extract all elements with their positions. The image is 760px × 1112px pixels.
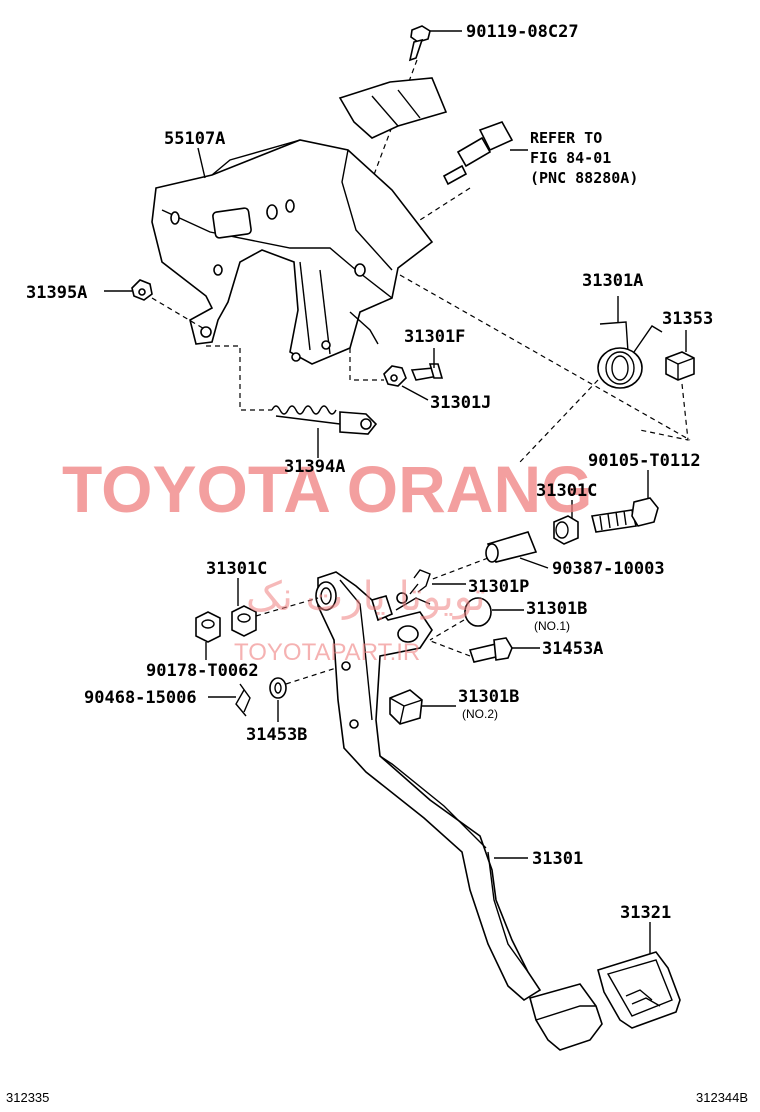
watermark-site: TOYOTAPART.IR <box>234 639 420 666</box>
label-31453b: 31453B <box>246 725 307 745</box>
label-no1: (NO.1) <box>534 619 570 633</box>
label-31353: 31353 <box>662 309 713 329</box>
washer-31453b[interactable] <box>269 677 287 699</box>
bolt-31301j[interactable] <box>410 363 444 381</box>
label-31301a: 31301A <box>582 271 643 291</box>
label-90119: 90119-08C27 <box>466 22 579 42</box>
label-31301: 31301 <box>532 849 583 869</box>
label-90468: 90468-15006 <box>84 688 197 708</box>
watermark-main: TOYOTA ORANG <box>62 452 592 526</box>
collar-90387[interactable] <box>485 531 538 563</box>
pedal-pad-31321[interactable] <box>597 951 681 1029</box>
label-31301p: 31301P <box>468 577 529 597</box>
corner-code-right: 312344B <box>696 1090 748 1105</box>
bolt-90105[interactable] <box>591 497 659 533</box>
label-refer-3: (PNC 88280A) <box>530 169 638 187</box>
label-31321: 31321 <box>620 903 671 923</box>
stop-lamp-switch[interactable] <box>442 121 514 186</box>
label-90178: 90178-T0062 <box>146 661 259 681</box>
label-90387: 90387-10003 <box>552 559 665 579</box>
label-31301j: 31301J <box>430 393 491 413</box>
bolt-90119[interactable] <box>408 25 431 62</box>
label-refer-2: FIG 84-01 <box>530 149 611 167</box>
label-31395a: 31395A <box>26 283 87 303</box>
bushing-90178[interactable] <box>195 611 221 643</box>
label-90105: 90105-T0112 <box>588 451 701 471</box>
label-31453a: 31453A <box>542 639 603 659</box>
pedal-pad-base <box>529 983 603 1051</box>
bolt-31453a[interactable] <box>468 637 513 663</box>
pedal-support-bracket[interactable] <box>151 139 434 365</box>
corner-code-left: 312335 <box>6 1090 49 1105</box>
label-55107a: 55107A <box>164 129 225 149</box>
label-31394a: 31394A <box>284 457 345 477</box>
label-refer-1: REFER TO <box>530 129 602 147</box>
label-31301f: 31301F <box>404 327 465 347</box>
cushion-31301b-no1[interactable] <box>464 597 492 627</box>
bushing-31301c-right[interactable] <box>553 515 579 545</box>
cushion-31301b-no2[interactable] <box>389 689 423 725</box>
label-no2: (NO.2) <box>462 707 498 721</box>
clip-31301p[interactable] <box>409 569 431 595</box>
clutch-pedal-arm[interactable] <box>315 571 542 1001</box>
nut-31395a[interactable] <box>131 279 153 301</box>
label-31301c-left: 31301C <box>206 559 267 579</box>
label-31301c-right: 31301C <box>536 481 597 501</box>
nut-31301f[interactable] <box>383 365 407 387</box>
watermark-persian: تويوتا پارت نک <box>246 574 486 620</box>
return-spring-31301a[interactable] <box>597 321 663 389</box>
label-31301b-1: 31301B <box>526 599 587 619</box>
cotter-pin-90468[interactable] <box>235 683 251 717</box>
bushing-31353[interactable] <box>665 351 695 381</box>
bracket-plate-upper <box>338 77 448 139</box>
bushing-31301c-left[interactable] <box>231 605 257 637</box>
label-31301b-2: 31301B <box>458 687 519 707</box>
spring-31394a[interactable] <box>271 405 378 435</box>
